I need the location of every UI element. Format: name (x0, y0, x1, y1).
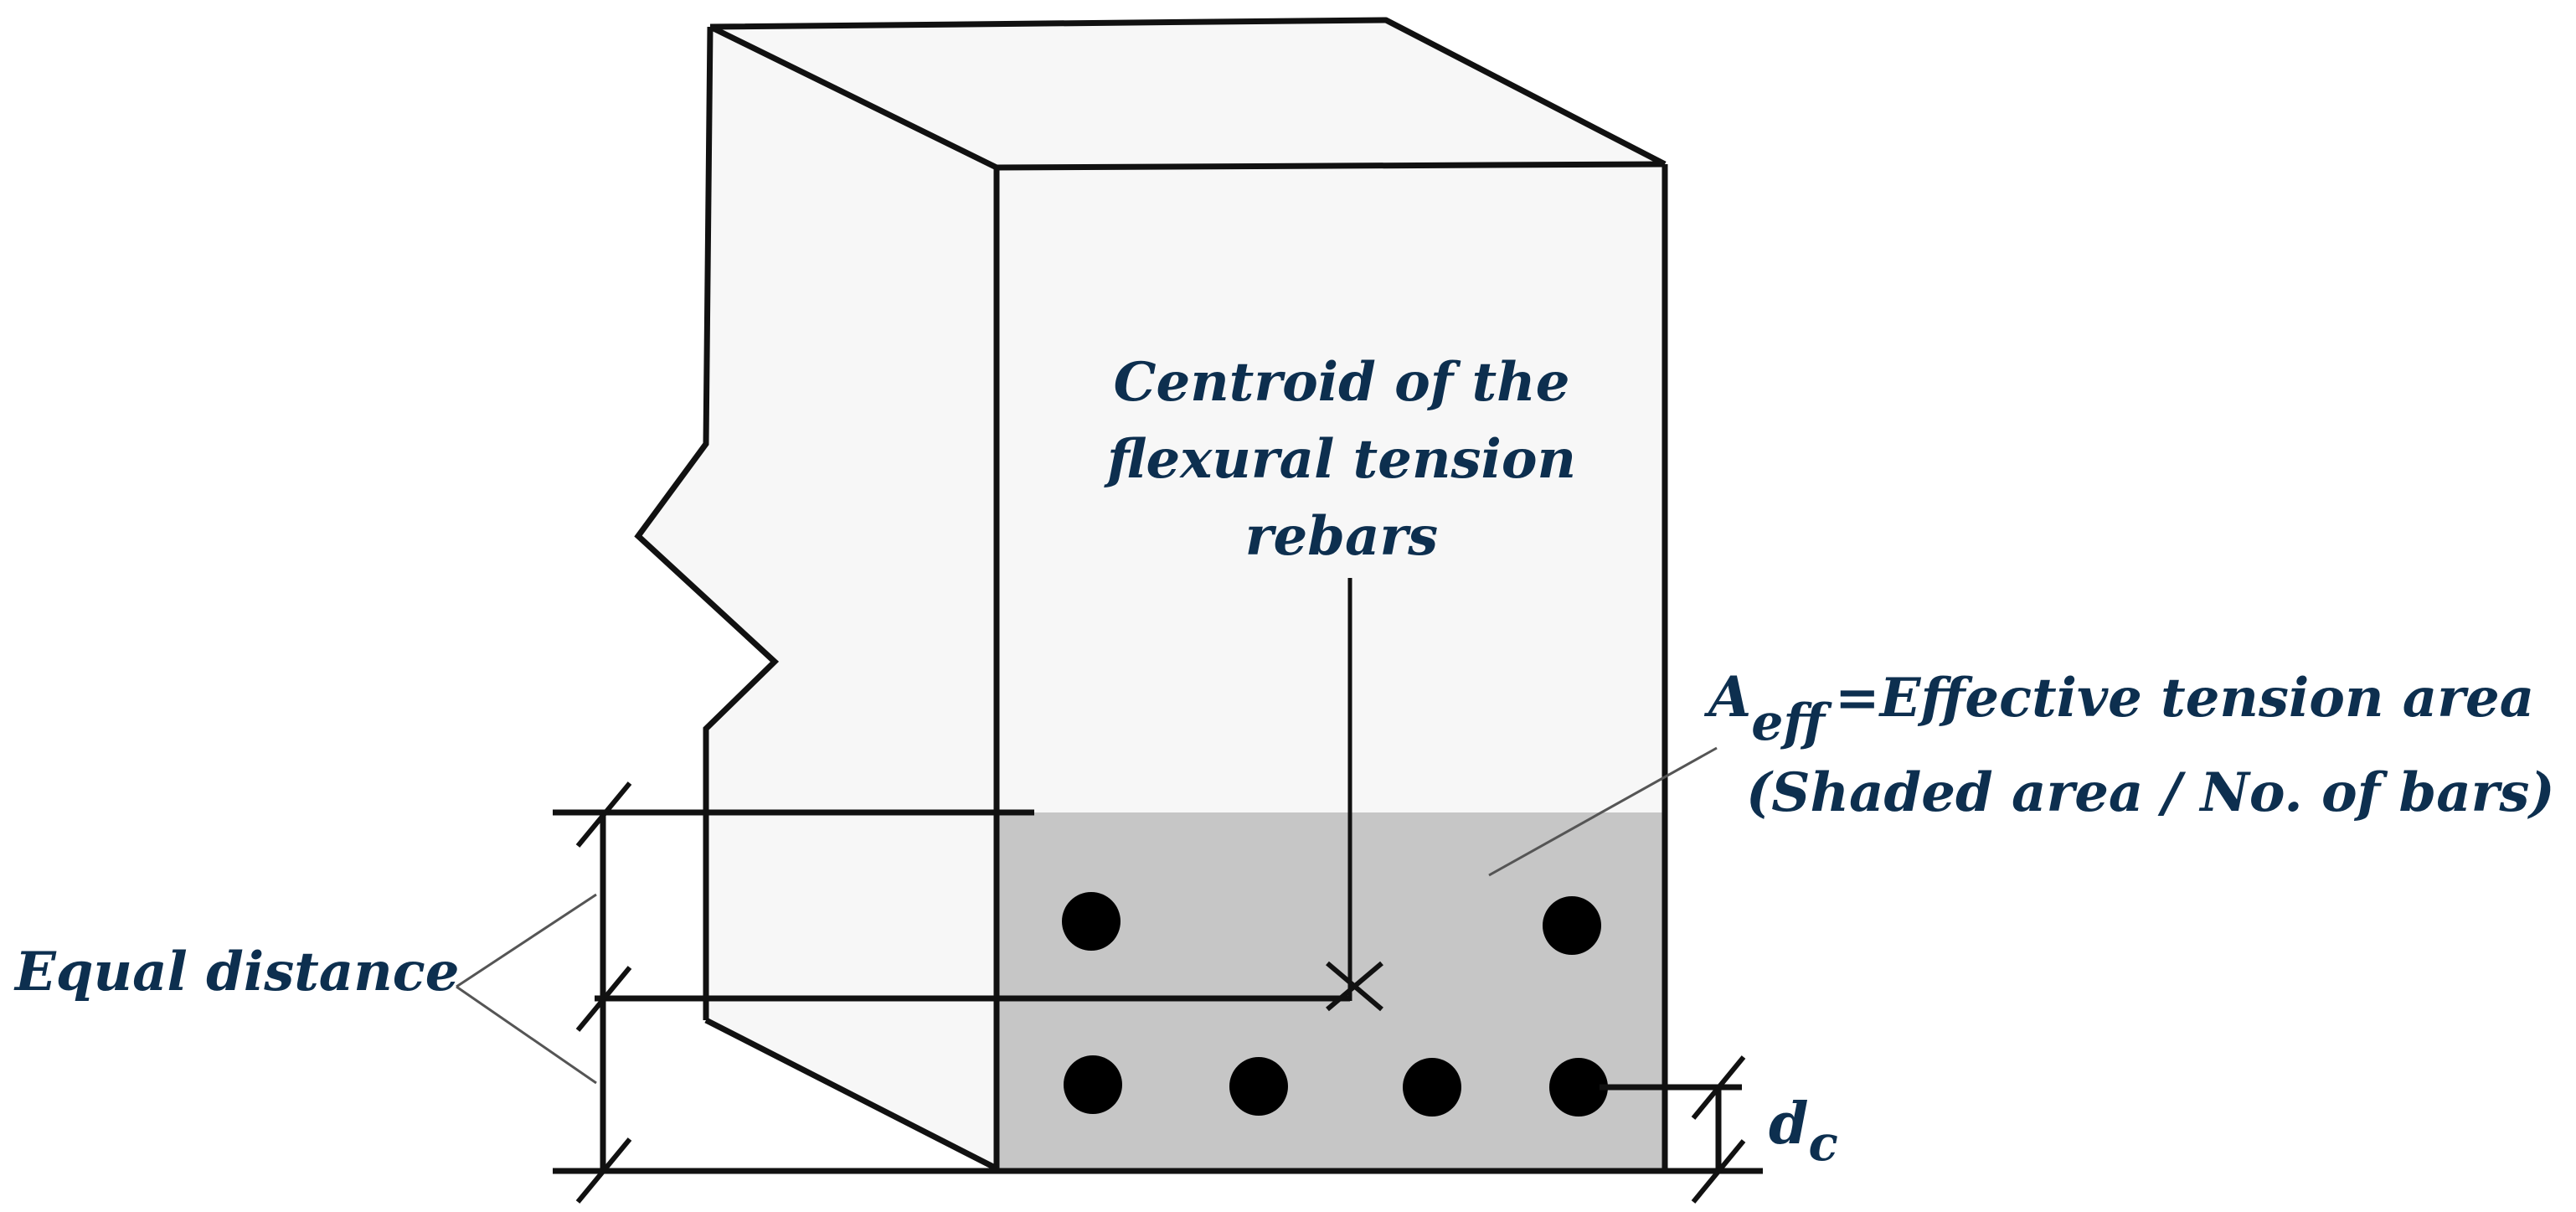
dc-tick-top (1691, 1055, 1746, 1120)
beam-top-front-edge (996, 161, 1666, 171)
rebar-bottom-1 (1064, 1055, 1122, 1114)
aeff-note: (Shaded area / No. of bars) (1746, 761, 2555, 824)
dc-dimension (1600, 1055, 1746, 1204)
centroid-label-line3: rebars (1245, 505, 1438, 568)
rebar-top-left (1062, 892, 1121, 951)
dc-label: dc (1769, 1091, 1838, 1172)
rebars (1062, 892, 1608, 1117)
rebar-bottom-4 (1549, 1058, 1608, 1117)
equal-distance-dimension (456, 781, 632, 1204)
beam-top-face (710, 20, 1665, 168)
centroid-marker (595, 578, 1383, 1012)
aeff-symbol: A (1703, 664, 1751, 730)
beam-top-back-edge (709, 17, 1667, 168)
tick-middle (575, 966, 632, 1032)
aeff-label-line1: Aeff=Effective tension area (1703, 664, 2534, 752)
beam-bottom-side-edge (704, 1017, 998, 1172)
aeff-leader-line (1488, 746, 1718, 877)
centroid-label-line2: flexural tension (1104, 428, 1576, 491)
equal-distance-label: Equal distance (13, 941, 459, 1003)
rebar-top-right (1543, 896, 1601, 955)
rebar-bottom-3 (1403, 1058, 1461, 1117)
dc-subscript: c (1809, 1115, 1838, 1172)
centroid-cross-b (1326, 961, 1383, 1012)
tick-bottom (575, 1137, 632, 1204)
beam (553, 17, 1763, 1174)
equal-distance-leader-lower (456, 985, 597, 1085)
dc-symbol: d (1769, 1091, 1809, 1158)
aeff-label: Aeff=Effective tension area (Shaded area… (1703, 664, 2555, 824)
aeff-text: =Effective tension area (1835, 667, 2534, 730)
beam-top-left-edge (708, 23, 998, 171)
centroid-label-line1: Centroid of the (1114, 351, 1570, 414)
dc-tick-bottom (1691, 1139, 1746, 1204)
rebar-bottom-2 (1229, 1057, 1288, 1116)
effective-tension-shaded-area (997, 812, 1665, 1168)
centroid-label: Centroid of the flexural tension rebars (1104, 351, 1576, 568)
beam-front-face (997, 168, 1665, 812)
equal-distance-leader-upper (456, 893, 597, 988)
beam-side-face (638, 27, 997, 1168)
aeff-subscript: eff (1751, 694, 1832, 752)
tick-top (575, 781, 632, 848)
beam-break-line (634, 26, 780, 1020)
